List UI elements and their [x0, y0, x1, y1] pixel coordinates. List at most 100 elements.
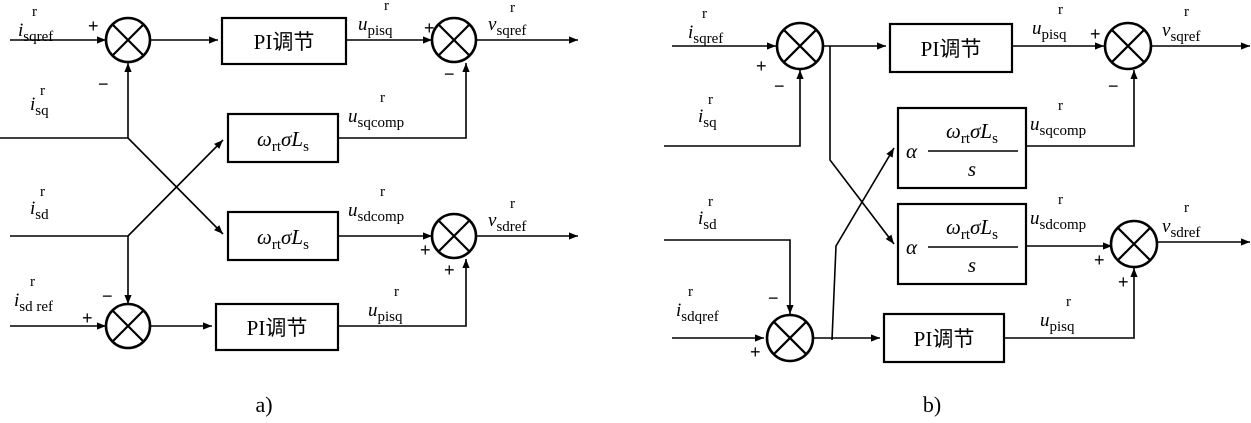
pi-label: PI调节 [247, 316, 308, 340]
signal-superscript: r [708, 92, 713, 108]
pi-label: PI调节 [914, 327, 975, 351]
pi-controller-block: PI调节 [220, 16, 348, 66]
gain-block: ωrtσLs [226, 210, 340, 262]
gain-label: ωrtσLs [257, 225, 309, 253]
sum-junction [430, 16, 478, 64]
panel-b: PI调节 α ωrtσLs s α ωrtσLs s PI调节 isqref r… [664, 2, 1250, 417]
signal-superscript: r [380, 184, 385, 200]
sign-minus: − [1108, 76, 1119, 96]
signal-superscript: r [40, 184, 45, 200]
signal-label: isqref [688, 22, 723, 47]
signal-superscript: r [32, 4, 37, 20]
wire-b-isd-feedback [664, 239, 794, 314]
wire-b-isderr-cross [831, 147, 895, 341]
signal-superscript: r [1058, 98, 1063, 114]
alpha-label: α [906, 235, 918, 259]
signal-superscript: r [1058, 2, 1063, 18]
integral-gain-block: α ωrtσLs s [896, 106, 1028, 190]
sign-plus: + [424, 18, 435, 38]
signal-superscript: r [40, 83, 45, 99]
signal-superscript: r [1058, 192, 1063, 208]
caption-a: a) [255, 392, 272, 417]
pi-label: PI调节 [921, 37, 982, 61]
wire-b-isqerr-cross [829, 46, 895, 245]
signal-superscript: r [708, 194, 713, 210]
gain-denominator: s [968, 157, 976, 181]
sign-plus: + [1118, 272, 1129, 292]
sum-junction [765, 313, 815, 363]
integral-gain-block: α ωrtσLs s [896, 202, 1028, 286]
sign-plus: + [420, 240, 431, 260]
wire-a-isd-cross [127, 139, 224, 237]
wire-a-upisq-bottom [338, 259, 470, 327]
signal-superscript: r [688, 284, 693, 300]
signal-label: upisq [358, 14, 393, 39]
gain-numerator: ωrtσLs [946, 119, 998, 147]
signal-superscript: r [380, 90, 385, 106]
sum-junction [430, 212, 478, 260]
sign-plus: + [756, 56, 767, 76]
signal-superscript: r [384, 0, 389, 14]
signal-label: usqcomp [348, 106, 404, 131]
pi-controller-block: PI调节 [214, 302, 340, 352]
signal-superscript: r [510, 0, 515, 16]
signal-superscript: r [1184, 4, 1189, 20]
signal-superscript: r [702, 6, 707, 22]
gain-label: ωrtσLs [257, 127, 309, 155]
signal-label: upisq [368, 300, 403, 325]
wire-b-usqcomp [1026, 70, 1138, 147]
wire-a-isd-feedback [10, 235, 132, 304]
sign-plus: + [444, 260, 455, 280]
gain-denominator: s [968, 253, 976, 277]
sign-plus: + [1094, 250, 1105, 270]
gain-numerator: ωrtσLs [946, 215, 998, 243]
signal-label: upisq [1040, 310, 1075, 335]
sign-minus: − [98, 74, 109, 94]
sum-junction [104, 16, 152, 64]
sum-junction [104, 302, 152, 350]
signal-superscript: r [1066, 294, 1071, 310]
wire-a-usqcomp [338, 63, 470, 139]
signal-label: isq [30, 94, 49, 119]
signal-label: vsqref [488, 14, 526, 39]
signal-label: isdqref [676, 300, 719, 325]
wire-a-isq-cross [127, 137, 224, 235]
gain-block: ωrtσLs [226, 112, 340, 164]
sign-minus: − [768, 288, 779, 308]
pi-controller-block: PI调节 [888, 22, 1014, 74]
signal-label: usdcomp [348, 200, 404, 225]
signal-label: usqcomp [1030, 114, 1086, 139]
sign-minus: − [444, 64, 455, 84]
sign-minus: − [774, 76, 785, 96]
signal-label: upisq [1032, 18, 1067, 43]
signal-label: vsdref [1162, 216, 1200, 241]
signal-superscript: r [510, 196, 515, 212]
wire-a-isq-feedback [0, 63, 132, 139]
wire-b-isq-feedback [664, 70, 804, 147]
caption-b: b) [923, 392, 941, 417]
signal-label: vsdref [488, 210, 526, 235]
sign-minus: − [102, 286, 113, 306]
alpha-label: α [906, 139, 918, 163]
pi-controller-block: PI调节 [882, 312, 1006, 364]
signal-label: isd [30, 198, 49, 223]
signal-label: isd ref [14, 290, 53, 315]
sign-plus: + [750, 342, 761, 362]
signal-label: vsqref [1162, 20, 1200, 45]
sum-junction [1109, 219, 1159, 269]
signal-label: usdcomp [1030, 208, 1086, 233]
sign-plus: + [1090, 24, 1101, 44]
pi-label: PI调节 [254, 30, 315, 54]
signal-superscript: r [30, 274, 35, 290]
sign-plus: + [88, 16, 99, 36]
panel-a: PI调节 ωrtσLs ωrtσLs PI调节 isqref r isq r i… [0, 0, 578, 417]
sum-junction [775, 21, 825, 71]
wire-b-upisq-bottom [1004, 268, 1138, 339]
signal-label: isq [698, 106, 717, 131]
signal-label: isqref [18, 20, 53, 45]
signal-superscript: r [394, 284, 399, 300]
signal-label: isd [698, 208, 717, 233]
sum-junction [1103, 21, 1153, 71]
